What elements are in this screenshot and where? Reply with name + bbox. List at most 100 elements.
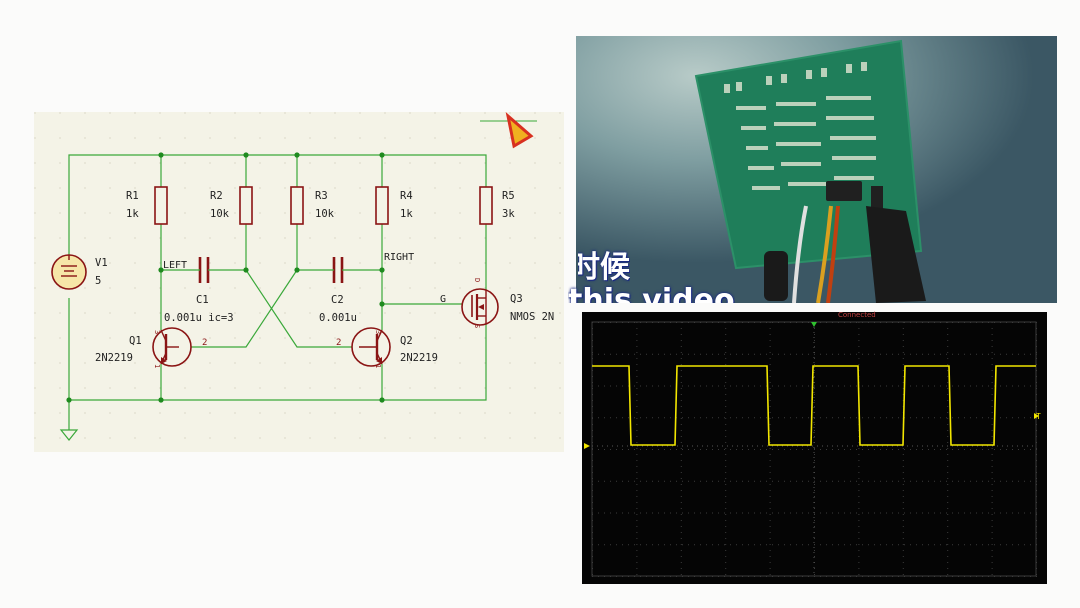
- graticule-dot: [1024, 480, 1025, 482]
- graticule-dot: [700, 417, 701, 419]
- graticule-dot: [922, 353, 923, 355]
- r3-body: [290, 186, 304, 225]
- graticule-dot: [886, 449, 887, 450]
- graticule-dot: [754, 576, 755, 577]
- graticule-dot: [680, 358, 682, 359]
- graticule-dot: [976, 480, 977, 482]
- graticule-dot: [858, 568, 860, 569]
- r5-value: 3k: [502, 208, 515, 220]
- graticule-dot: [664, 385, 665, 387]
- graticule-dot: [712, 417, 713, 419]
- graticule-dot: [636, 388, 638, 389]
- graticule-dot: [725, 328, 727, 329]
- graticule-dot: [820, 449, 821, 450]
- graticule-dot: [1006, 512, 1007, 514]
- graticule-dot: [694, 480, 695, 482]
- graticule-dot: [718, 417, 719, 419]
- graticule-dot: [886, 576, 887, 577]
- graticule-dot: [991, 436, 993, 437]
- graticule-dot: [680, 538, 682, 539]
- graticule-dot: [725, 364, 727, 365]
- graticule-dot: [902, 358, 904, 359]
- graticule-dot: [636, 406, 638, 407]
- graticule-dot: [814, 370, 815, 371]
- graticule-dot: [796, 576, 797, 577]
- graticule-dot: [725, 466, 727, 467]
- graticule-dot: [982, 417, 983, 419]
- graticule-dot: [1000, 385, 1001, 387]
- graticule-dot: [902, 478, 904, 479]
- resistors: [154, 186, 493, 225]
- graticule-dot: [769, 544, 771, 545]
- graticule-dot: [790, 449, 791, 450]
- graticule-dot: [832, 322, 833, 323]
- graticule-dot: [902, 394, 904, 395]
- subtitle-chinese: 时候: [570, 250, 630, 285]
- graticule-dot: [838, 544, 839, 546]
- graticule-dot: [1036, 394, 1037, 395]
- graticule-dot: [947, 508, 949, 509]
- graticule-dot: [940, 544, 941, 546]
- graticule-dot: [628, 449, 629, 450]
- graticule-dot: [658, 480, 659, 482]
- graticule-dot: [592, 538, 593, 539]
- graticule-dot: [680, 376, 682, 377]
- graticule-dot: [646, 353, 647, 355]
- graticule-dot: [988, 480, 989, 482]
- graticule-dot: [814, 478, 815, 479]
- graticule-dot: [947, 340, 949, 341]
- graticule-dot: [754, 544, 755, 546]
- graticule-dot: [769, 568, 771, 569]
- graticule-dot: [718, 512, 719, 514]
- graticule-dot: [790, 512, 791, 514]
- graticule-dot: [680, 322, 682, 323]
- graticule-dot: [814, 520, 815, 521]
- graticule-dot: [976, 322, 977, 323]
- graticule-dot: [1036, 538, 1037, 539]
- graticule-dot: [664, 544, 665, 546]
- graticule-dot: [874, 417, 875, 419]
- graticule-dot: [706, 449, 707, 450]
- graticule-dot: [994, 512, 995, 514]
- graticule-dot: [991, 550, 993, 551]
- graticule-dot: [946, 576, 947, 577]
- graticule-dot: [680, 394, 682, 395]
- graticule-dot: [616, 544, 617, 546]
- scope-graticule-grid: [592, 322, 1037, 577]
- graticule-dot: [916, 576, 917, 577]
- graticule-dot: [592, 532, 593, 533]
- graticule-dot: [947, 514, 949, 515]
- graticule-dot: [724, 353, 725, 355]
- graticule-dot: [814, 418, 815, 419]
- graticule-dot: [958, 544, 959, 546]
- r4-value: 1k: [400, 208, 413, 220]
- graticule-dot: [902, 490, 904, 491]
- graticule-dot: [636, 466, 638, 467]
- graticule-dot: [636, 532, 638, 533]
- graticule-dot: [636, 502, 638, 503]
- graticule-dot: [952, 353, 953, 355]
- graticule-dot: [946, 353, 947, 355]
- graticule-dot: [902, 388, 904, 389]
- graticule-dot: [902, 538, 904, 539]
- graticule-dot: [947, 532, 949, 533]
- graticule-dot: [636, 472, 638, 473]
- graticule-dot: [862, 512, 863, 514]
- graticule-dot: [934, 417, 935, 419]
- graticule-dot: [947, 466, 949, 467]
- graticule-dot: [902, 400, 904, 401]
- graticule-dot: [976, 449, 977, 450]
- graticule-dot: [592, 376, 593, 377]
- graticule-dot: [636, 394, 638, 395]
- graticule-dot: [910, 576, 911, 577]
- graticule-dot: [1036, 550, 1037, 551]
- graticule-dot: [658, 322, 659, 323]
- graticule-dot: [808, 576, 809, 577]
- graticule-dot: [1000, 512, 1001, 514]
- graticule-dot: [680, 478, 682, 479]
- graticule-dot: [1030, 449, 1031, 450]
- graticule-dot: [730, 322, 731, 323]
- graticule-dot: [724, 385, 725, 387]
- graticule-dot: [622, 385, 623, 387]
- graticule-dot: [652, 544, 653, 546]
